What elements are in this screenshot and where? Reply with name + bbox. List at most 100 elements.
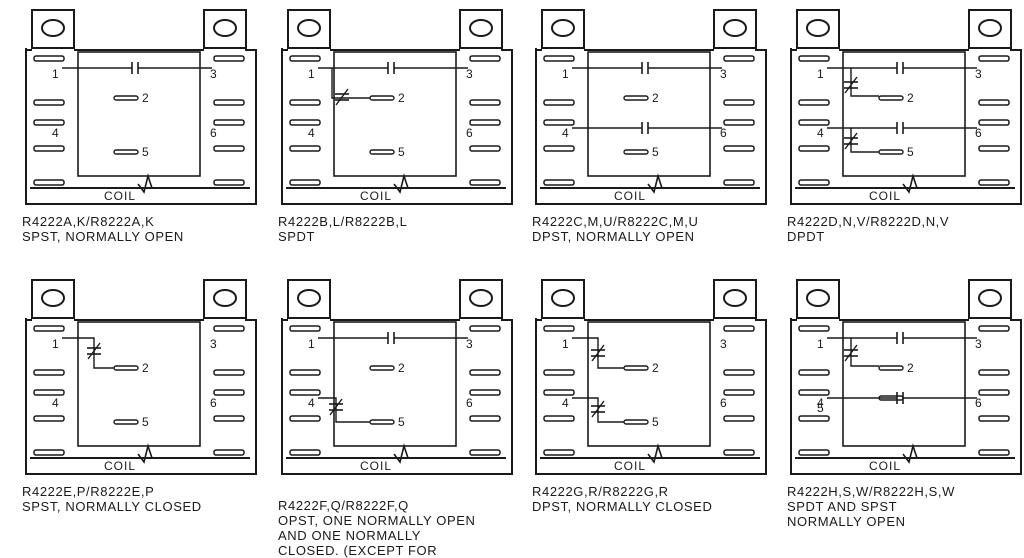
- coil-symbol: [647, 173, 663, 194]
- terminal-slot: [543, 119, 575, 126]
- left-mounting-hole: [41, 19, 65, 37]
- relay-model-number: R4222E,P/R8222E,P: [22, 484, 155, 499]
- terminal-slot: [978, 389, 1010, 396]
- pin-label-4: 4: [817, 126, 824, 140]
- coil-symbol: [902, 173, 918, 194]
- right-mounting-hole: [978, 289, 1002, 307]
- left-mounting-hole: [806, 19, 830, 37]
- terminal-slot: [289, 119, 321, 126]
- left-mounting-tab: [796, 9, 840, 49]
- no-contact-symbol: [131, 62, 139, 74]
- terminal-pad-5: [623, 149, 649, 155]
- terminal-slot: [723, 55, 755, 62]
- terminal-slot: [469, 179, 501, 186]
- relay-description-line: OPST, ONE NORMALLY OPEN: [278, 513, 476, 528]
- no-contact-symbol: [387, 62, 395, 74]
- pin-label-6: 6: [466, 126, 473, 140]
- nc-contact-symbol: [591, 344, 605, 362]
- left-mounting-tab: [31, 9, 75, 49]
- right-mounting-tab: [203, 9, 247, 49]
- terminal-slot: [798, 99, 830, 106]
- coil-symbol: [137, 443, 153, 464]
- pin-label-6: 6: [975, 126, 982, 140]
- pin-label-1: 1: [817, 67, 824, 81]
- terminal-slot: [469, 449, 501, 456]
- terminal-slot: [213, 145, 245, 152]
- terminal-slot: [289, 415, 321, 422]
- terminal-slot: [723, 369, 755, 376]
- terminal-slot: [543, 99, 575, 106]
- terminal-slot: [469, 389, 501, 396]
- terminal-slot: [978, 369, 1010, 376]
- terminal-slot: [723, 389, 755, 396]
- right-mounting-tab: [713, 279, 757, 319]
- terminal-slot: [289, 99, 321, 106]
- terminal-slot: [33, 389, 65, 396]
- terminal-pad-2: [878, 95, 904, 101]
- left-mounting-tab: [541, 9, 585, 49]
- terminal-slot: [723, 119, 755, 126]
- right-mounting-hole: [469, 19, 493, 37]
- terminal-slot: [213, 179, 245, 186]
- terminal-slot: [798, 389, 830, 396]
- contact-wiring: [572, 62, 722, 134]
- terminal-pad-5: [113, 419, 139, 425]
- pin-label-4: 4: [52, 126, 59, 140]
- relay-description-line: AND ONE NORMALLY: [278, 528, 421, 543]
- terminal-slot: [213, 389, 245, 396]
- terminal-slot: [978, 119, 1010, 126]
- nc-contact-symbol: [591, 400, 605, 418]
- right-mounting-hole: [469, 289, 493, 307]
- coil-symbol: [137, 173, 153, 194]
- wire: [850, 128, 879, 153]
- terminal-pad-2: [369, 95, 395, 101]
- right-mounting-hole: [723, 289, 747, 307]
- terminal-pad-5: [878, 149, 904, 155]
- pin-label-3: 3: [466, 337, 473, 351]
- right-mounting-hole: [213, 19, 237, 37]
- no-contact-symbol: [641, 122, 649, 134]
- terminal-slot: [543, 415, 575, 422]
- coil-label: COIL: [869, 189, 901, 203]
- pin-label-5: 5: [907, 145, 914, 159]
- terminal-slot: [469, 325, 501, 332]
- coil-label: COIL: [869, 459, 901, 473]
- pin-label-5: 5: [398, 145, 405, 159]
- right-mounting-tab: [713, 9, 757, 49]
- right-mounting-tab: [459, 9, 503, 49]
- terminal-slot: [289, 369, 321, 376]
- nc-contact-slash: [335, 88, 349, 106]
- left-mounting-hole: [551, 19, 575, 37]
- relay-housing: [790, 279, 1022, 475]
- pin-label-5: 5: [817, 401, 824, 415]
- relay-model-number: R4222A,K/R8222A,K: [22, 214, 155, 229]
- terminal-pad-2: [623, 95, 649, 101]
- pin-label-5: 5: [398, 415, 405, 429]
- terminal-slot: [469, 369, 501, 376]
- inner-contact-frame: [333, 51, 457, 177]
- contact-wiring: [827, 332, 977, 404]
- terminal-slot: [723, 179, 755, 186]
- wire: [62, 337, 114, 369]
- terminal-slot: [798, 415, 830, 422]
- terminal-slot: [33, 119, 65, 126]
- wire: [850, 338, 879, 367]
- nc-contact-symbol: [844, 344, 858, 362]
- left-mounting-hole: [806, 289, 830, 307]
- pin-label-2: 2: [142, 361, 149, 375]
- no-contact-symbol: [896, 392, 904, 404]
- terminal-slot: [798, 55, 830, 62]
- nc-contact-symbol: [335, 88, 349, 106]
- nc-contact-symbol: [844, 76, 858, 94]
- terminal-pad-5: [113, 149, 139, 155]
- terminal-slot: [213, 119, 245, 126]
- pin-label-2: 2: [398, 361, 405, 375]
- terminal-slot: [469, 145, 501, 152]
- pin-label-6: 6: [720, 396, 727, 410]
- nc-contact-symbol: [87, 342, 101, 360]
